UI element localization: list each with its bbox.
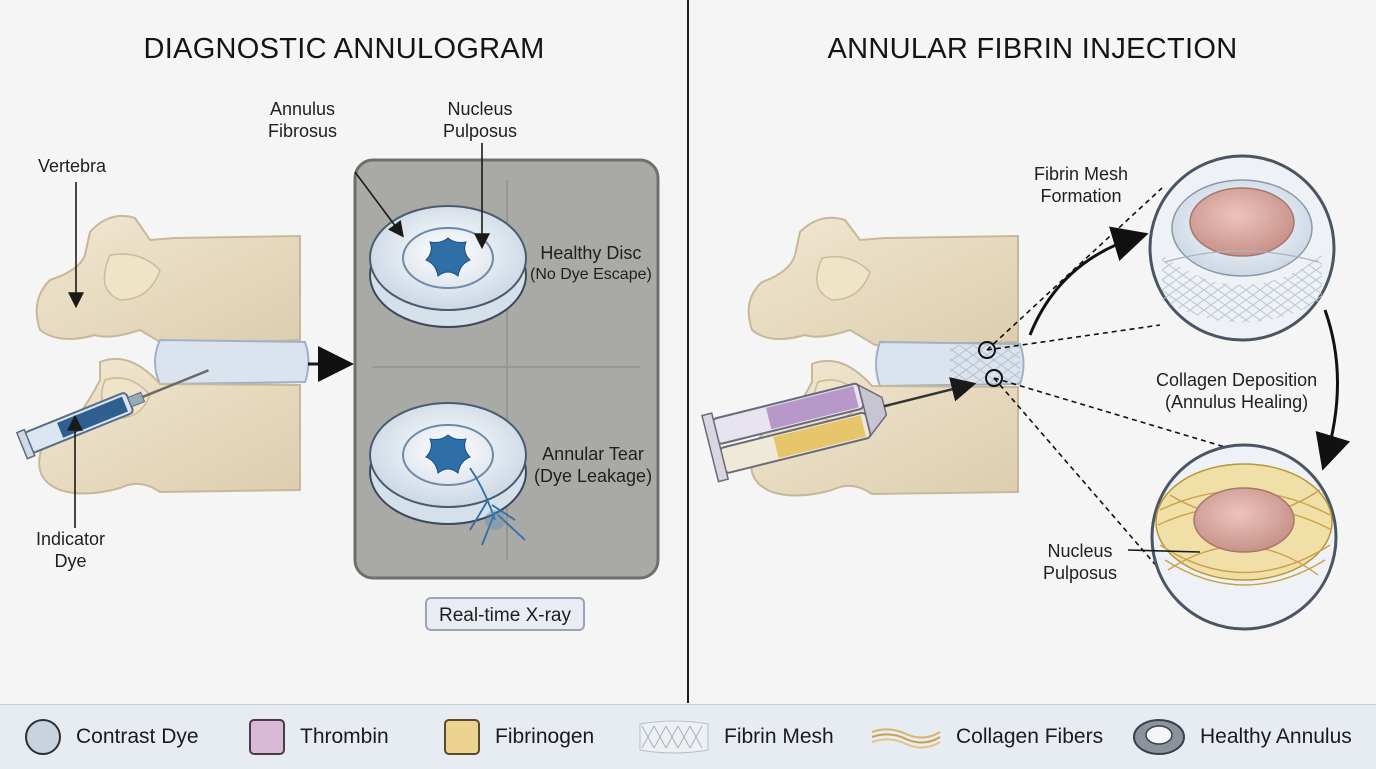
- thrombin-square-icon: [249, 719, 285, 755]
- legend-item-fibrin-mesh: Fibrin Mesh: [638, 705, 834, 769]
- mesh-formation-arrow: [1028, 226, 1149, 336]
- real-time-xray-caption: Real-time X-ray: [425, 597, 585, 631]
- left-spine-illustration: [35, 214, 310, 495]
- legend-bar: Contrast Dye Thrombin Fibrinogen Fibrin …: [0, 704, 1376, 769]
- legend-item-thrombin: Thrombin: [248, 705, 389, 769]
- fibrin-mesh-icon: [639, 720, 709, 754]
- legend-item-healthy-annulus: Healthy Annulus: [1132, 705, 1352, 769]
- fibrinogen-square-icon: [444, 719, 480, 755]
- annular-tear-label: Annular Tear(Dye Leakage): [534, 444, 653, 486]
- contrast-dye-circle-icon: [25, 719, 61, 755]
- right-panel-title: ANNULAR FIBRIN INJECTION: [827, 33, 1238, 65]
- legend-item-fibrinogen: Fibrinogen: [443, 705, 594, 769]
- vertebra-label: Vertebra: [38, 156, 107, 176]
- collagen-healing-zoom-circle: [1150, 443, 1338, 631]
- healthy-disc-label: Healthy Disc(No Dye Escape): [530, 243, 652, 283]
- legend-item-collagen-fibers: Collagen Fibers: [870, 705, 1103, 769]
- illustration-canvas: [15, 143, 1351, 631]
- annular-tear-disc-illustration: [369, 402, 527, 546]
- collagen-fibers-icon: [871, 728, 941, 749]
- right-nucleus-pointer: [1127, 549, 1201, 553]
- legend-item-contrast-dye: Contrast Dye: [24, 705, 199, 769]
- fibrin-dual-syringe: [701, 377, 977, 483]
- panel-divider: [687, 0, 689, 703]
- healing-progress-arrow: [1315, 309, 1351, 471]
- annulus-pointer: [354, 171, 404, 238]
- collagen-deposition-label: Collagen Deposition(Annulus Healing): [1156, 370, 1318, 412]
- healthy-annulus-icon: [1133, 719, 1185, 755]
- left-panel-title: DIAGNOSTIC ANNULOGRAM: [143, 33, 545, 65]
- fibrin-mesh-zoom-circle: [1148, 154, 1336, 342]
